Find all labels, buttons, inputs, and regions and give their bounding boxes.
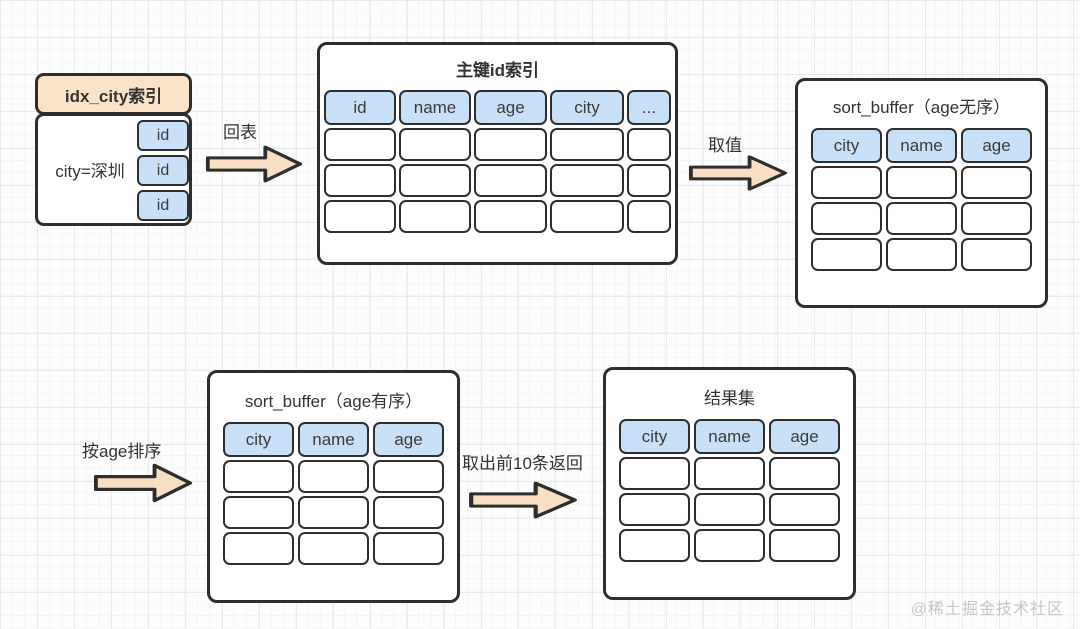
empty-cell <box>627 128 671 161</box>
primary-index-title: 主键id索引 <box>455 61 540 80</box>
column-header: name <box>694 419 765 454</box>
column-header: age <box>769 419 840 454</box>
empty-cell <box>627 200 671 233</box>
column-header: age <box>373 422 444 457</box>
sort-buffer-unordered-table: sort_buffer（age无序） city name age <box>795 78 1048 308</box>
arrow-label-back-to-table: 回表 <box>223 123 257 142</box>
table-row <box>324 164 671 197</box>
table-row <box>223 460 444 493</box>
result-set-title: 结果集 <box>704 389 755 408</box>
empty-cell <box>223 460 294 493</box>
empty-cell <box>550 164 624 197</box>
empty-cell <box>550 128 624 161</box>
empty-cell <box>619 493 690 526</box>
empty-cell <box>694 457 765 490</box>
column-header: city <box>550 90 624 125</box>
arrow-label-return-top10: 取出前10条返回 <box>462 454 583 473</box>
empty-cell <box>886 166 957 199</box>
empty-cell <box>298 460 369 493</box>
empty-cell <box>399 164 471 197</box>
empty-cell <box>694 493 765 526</box>
watermark: @稀土掘金技术社区 <box>910 601 1064 618</box>
right-arrow-icon <box>205 145 303 183</box>
empty-cell <box>694 529 765 562</box>
table-row <box>223 532 444 565</box>
empty-cell <box>886 238 957 271</box>
column-header: age <box>474 90 547 125</box>
table-row <box>324 200 671 233</box>
empty-cell <box>223 496 294 529</box>
column-header: age <box>961 128 1032 163</box>
empty-cell <box>474 128 547 161</box>
empty-cell <box>223 532 294 565</box>
table-row <box>619 493 840 526</box>
empty-cell <box>769 457 840 490</box>
empty-cell <box>627 164 671 197</box>
empty-cell <box>811 166 882 199</box>
empty-cell <box>769 529 840 562</box>
empty-cell <box>298 496 369 529</box>
result-set-table: 结果集 city name age <box>603 367 856 600</box>
id-pointer-cell: id <box>137 120 189 151</box>
idx-city-key: city=深圳 <box>55 162 125 181</box>
column-header: name <box>886 128 957 163</box>
column-header: name <box>399 90 471 125</box>
empty-cell <box>961 238 1032 271</box>
empty-cell <box>324 128 396 161</box>
primary-index-table: 主键id索引 id name age city ... <box>317 42 678 265</box>
empty-cell <box>399 200 471 233</box>
idx-city-title: idx_city索引 <box>64 86 163 106</box>
right-arrow-icon <box>469 481 577 519</box>
table-row <box>324 128 671 161</box>
column-header: name <box>298 422 369 457</box>
empty-cell <box>811 238 882 271</box>
table-row <box>619 529 840 562</box>
sort-buffer-unordered-header-row: city name age <box>811 128 1032 163</box>
empty-cell <box>474 200 547 233</box>
column-header: id <box>324 90 396 125</box>
right-arrow-icon <box>93 463 193 503</box>
table-row <box>811 166 1032 199</box>
empty-cell <box>373 532 444 565</box>
result-set-header-row: city name age <box>619 419 840 454</box>
sort-buffer-ordered-table: sort_buffer（age有序） city name age <box>207 370 460 603</box>
empty-cell <box>961 166 1032 199</box>
empty-cell <box>373 460 444 493</box>
empty-cell <box>373 496 444 529</box>
idx-city-body: city=深圳 id id id <box>35 113 192 226</box>
sort-buffer-ordered-header-row: city name age <box>223 422 444 457</box>
arrow-label-fetch-values: 取值 <box>708 136 742 155</box>
table-row <box>811 202 1032 235</box>
id-pointer-cell: id <box>137 155 189 186</box>
empty-cell <box>619 457 690 490</box>
empty-cell <box>961 202 1032 235</box>
empty-cell <box>324 164 396 197</box>
empty-cell <box>811 202 882 235</box>
empty-cell <box>769 493 840 526</box>
empty-cell <box>298 532 369 565</box>
table-row <box>811 238 1032 271</box>
right-arrow-icon <box>688 155 788 191</box>
id-pointer-cell: id <box>137 190 189 221</box>
column-header: ... <box>627 90 671 125</box>
empty-cell <box>324 200 396 233</box>
empty-cell <box>886 202 957 235</box>
empty-cell <box>474 164 547 197</box>
primary-index-header-row: id name age city ... <box>324 90 671 125</box>
table-row <box>619 457 840 490</box>
column-header: city <box>619 419 690 454</box>
column-header: city <box>223 422 294 457</box>
sort-buffer-ordered-title: sort_buffer（age有序） <box>244 392 423 411</box>
empty-cell <box>550 200 624 233</box>
empty-cell <box>619 529 690 562</box>
idx-city-header: idx_city索引 <box>35 73 192 115</box>
arrow-label-sort-by-age: 按age排序 <box>82 442 162 461</box>
column-header: city <box>811 128 882 163</box>
empty-cell <box>399 128 471 161</box>
table-row <box>223 496 444 529</box>
sort-buffer-unordered-title: sort_buffer（age无序） <box>832 98 1011 117</box>
